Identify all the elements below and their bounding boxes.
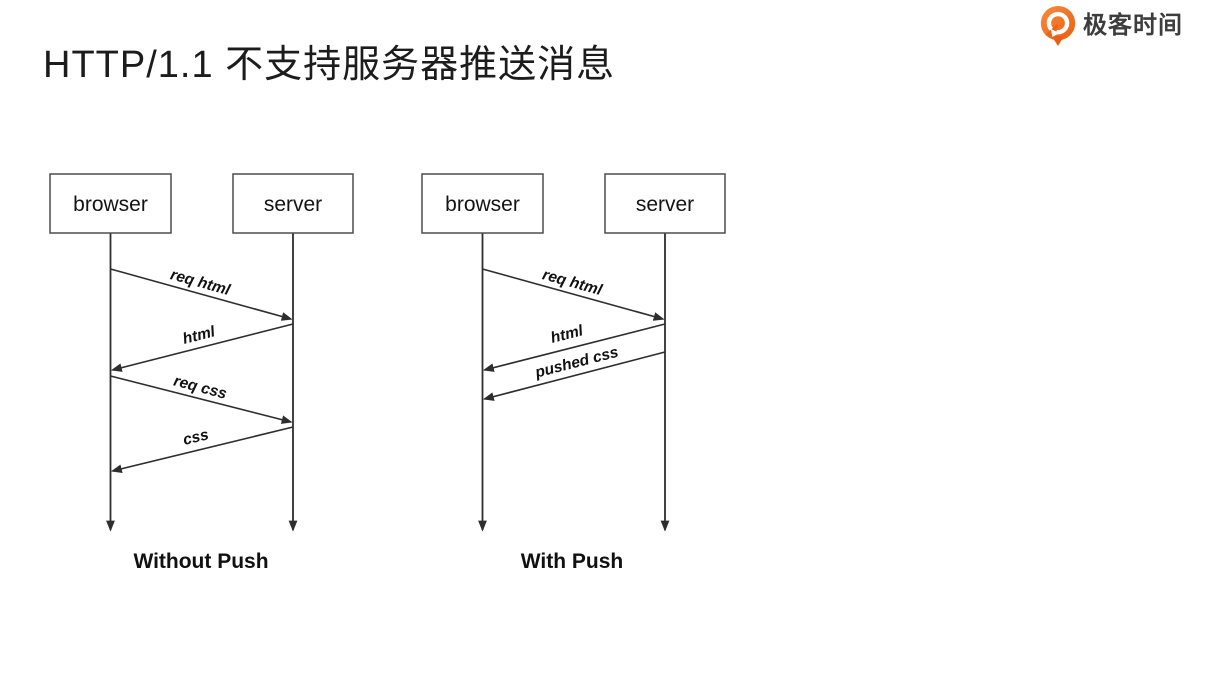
message-arrow-html	[110, 323, 294, 372]
message-label: html	[549, 322, 586, 347]
message-label: pushed css	[532, 344, 620, 382]
geektime-logo-text: 极客时间	[1083, 12, 1183, 39]
message-arrow-req-html	[482, 268, 665, 321]
actor-label-browser: browser	[73, 193, 148, 216]
message-arrow-pushed-css	[482, 351, 666, 401]
message-label: css	[181, 426, 211, 449]
actor-label-browser: browser	[445, 193, 520, 216]
actor-box-browser	[421, 173, 544, 234]
message-arrow-html	[482, 323, 666, 372]
actor-label-server: server	[636, 193, 694, 216]
diagram-caption-with-push: With Push	[521, 550, 623, 573]
panel-with-push: browser server req html html pushed css …	[421, 173, 726, 573]
actor-box-browser	[49, 173, 172, 234]
message-arrow-req-html	[110, 268, 293, 321]
geektime-logo: 极客时间	[1038, 5, 1183, 47]
slide-title: HTTP/1.1 不支持服务器推送消息	[43, 44, 616, 86]
actor-box-server	[604, 173, 726, 234]
diagram-caption-without-push: Without Push	[133, 550, 268, 573]
panel-without-push: browser server req html html req css css…	[49, 173, 354, 573]
actor-box-server	[232, 173, 354, 234]
message-arrow-css	[110, 426, 294, 474]
actor-label-server: server	[264, 193, 322, 216]
message-arrow-req-css	[110, 375, 293, 424]
geektime-pin-icon	[1040, 5, 1076, 47]
